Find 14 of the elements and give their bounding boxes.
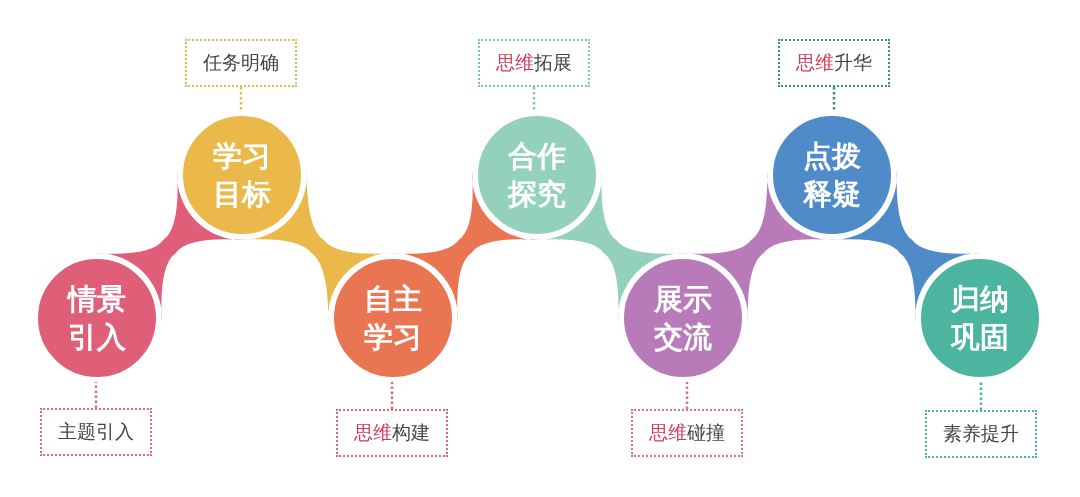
dotted-connector xyxy=(832,87,836,111)
dotted-connector xyxy=(532,87,536,111)
note-box: 思维碰撞 xyxy=(631,409,743,457)
dotted-connector xyxy=(94,382,98,408)
note-box: 主题引入 xyxy=(40,408,152,456)
dotted-connector xyxy=(239,87,243,111)
dotted-connector xyxy=(979,382,983,410)
note-box: 思维升华 xyxy=(778,39,890,87)
note-box: 任务明确 xyxy=(185,39,297,87)
dotted-connector xyxy=(685,382,689,409)
note-box: 思维构建 xyxy=(336,409,448,457)
note-box: 素养提升 xyxy=(925,410,1037,458)
note-box: 思维拓展 xyxy=(478,39,590,87)
dotted-connector xyxy=(390,382,394,409)
